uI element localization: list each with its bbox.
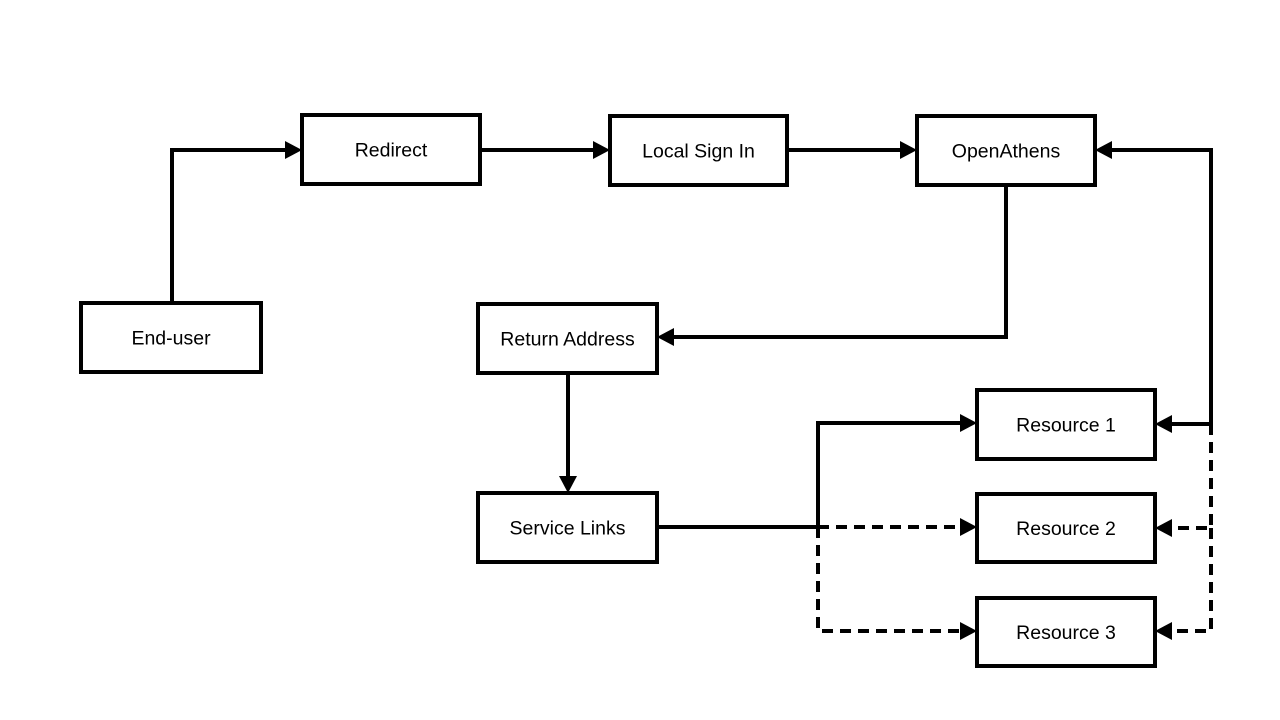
- node-label-resource-3: Resource 3: [1016, 622, 1116, 644]
- node-openathens[interactable]: OpenAthens: [915, 114, 1097, 187]
- edge-service-links-to-resource-2: [818, 518, 977, 536]
- edge-end-user-to-redirect: [170, 141, 302, 303]
- edge-return-address-to-service-links: [559, 373, 577, 493]
- edge-return-bus-dashed: [1155, 424, 1213, 640]
- node-return-address[interactable]: Return Address: [476, 302, 659, 375]
- node-label-local-sign-in: Local Sign In: [642, 141, 755, 163]
- node-label-redirect: Redirect: [355, 140, 428, 162]
- node-service-links[interactable]: Service Links: [476, 491, 659, 564]
- node-resource-3[interactable]: Resource 3: [975, 596, 1157, 668]
- edge-local-sign-in-to-openathens: [787, 141, 917, 159]
- node-label-resource-1: Resource 1: [1016, 415, 1116, 437]
- edge-redirect-to-local-sign-in: [480, 141, 610, 159]
- arrowhead-resource-3-right: [1155, 622, 1172, 640]
- node-label-return-address: Return Address: [500, 329, 635, 351]
- arrowhead-openathens-left: [900, 141, 917, 159]
- arrowhead-service-links-top: [559, 476, 577, 493]
- arrowhead-resource-2-left: [960, 518, 977, 536]
- edge-resource-1-to-openathens: [1095, 141, 1213, 433]
- edge-openathens-to-return-address: [657, 185, 1008, 346]
- arrowhead-resource-3-left: [960, 622, 977, 640]
- node-resource-2[interactable]: Resource 2: [975, 492, 1157, 564]
- node-label-resource-2: Resource 2: [1016, 518, 1116, 540]
- node-label-openathens: OpenAthens: [952, 141, 1061, 163]
- arrowhead-resource-2-right: [1155, 519, 1172, 537]
- edge-service-links-to-resource-1: [816, 414, 977, 529]
- arrowhead-resource-1-left: [960, 414, 977, 432]
- arrowhead-redirect-left: [285, 141, 302, 159]
- node-resource-1[interactable]: Resource 1: [975, 388, 1157, 461]
- node-redirect[interactable]: Redirect: [300, 113, 482, 186]
- node-label-service-links: Service Links: [510, 518, 626, 540]
- node-label-end-user: End-user: [131, 328, 211, 350]
- arrowhead-local-sign-in-left: [593, 141, 610, 159]
- node-end-user[interactable]: End-user: [79, 301, 263, 374]
- arrowhead-resource-1-right: [1155, 415, 1172, 433]
- edge-service-links-to-resource-3: [816, 527, 977, 640]
- arrowhead-openathens-right: [1095, 141, 1112, 159]
- arrowhead-return-address-right: [657, 328, 674, 346]
- node-local-sign-in[interactable]: Local Sign In: [608, 114, 789, 187]
